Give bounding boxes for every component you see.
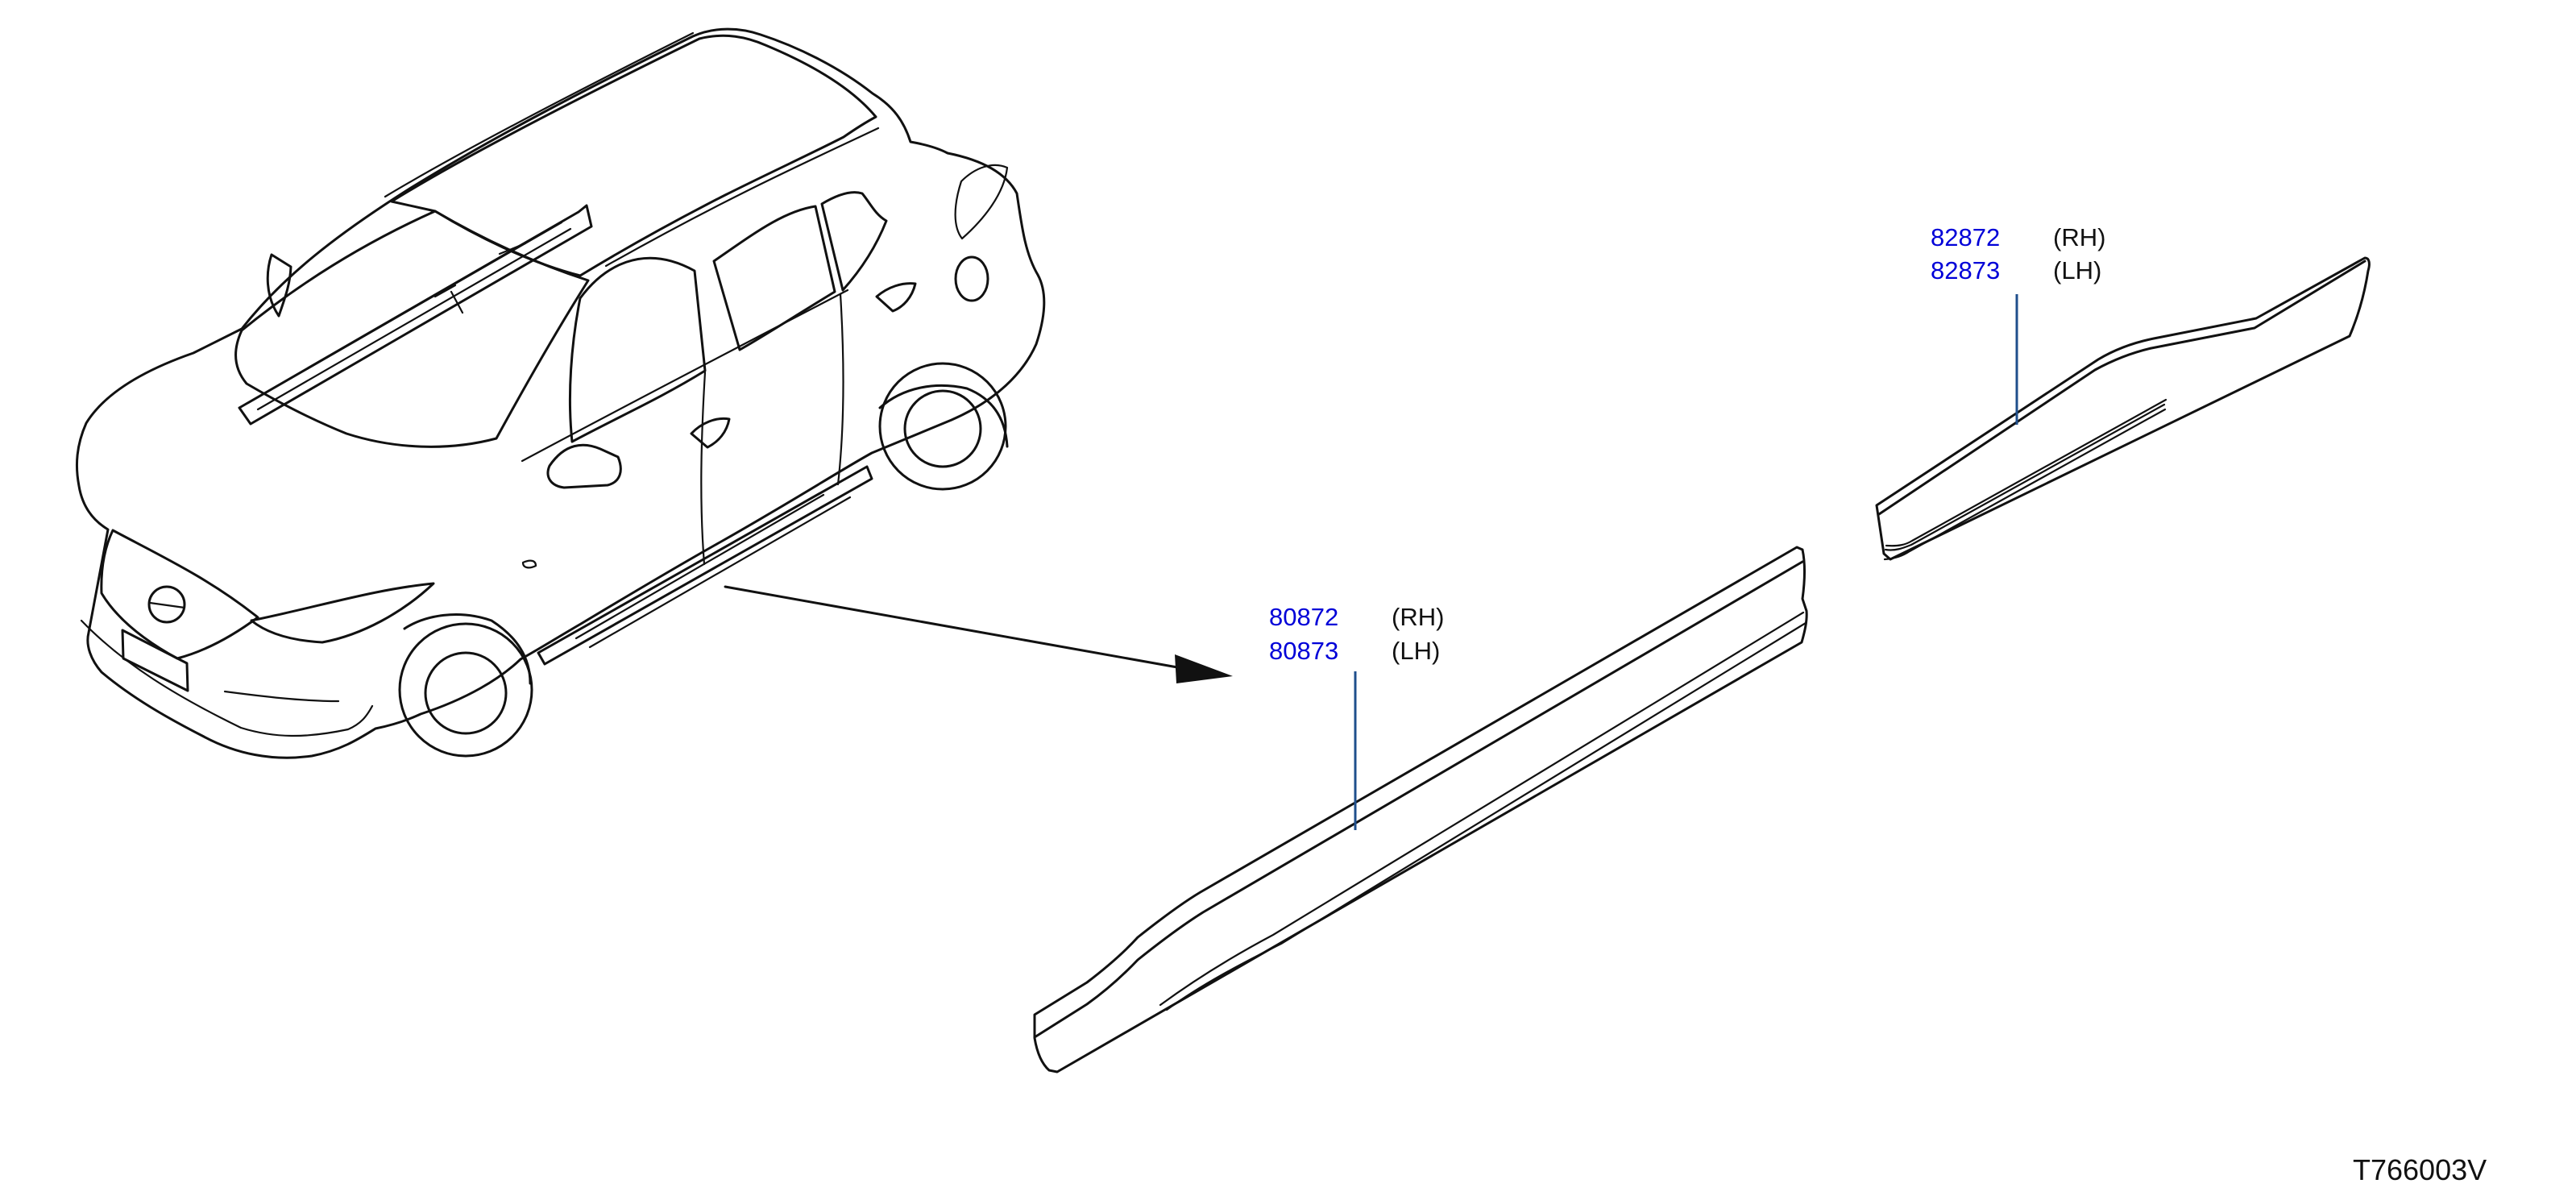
side-label-rh: (RH) [2053,223,2105,251]
vehicle-license-plate [121,629,189,692]
door-moulding-outline [1875,256,2371,561]
vehicle-front-door-handle [690,417,731,449]
vehicle-side-sill [537,465,873,666]
side-sill-moulding[interactable] [1033,546,1808,1073]
vehicle-body-outline [75,27,1046,759]
vehicle-roof-rail-right [604,127,880,268]
vehicle-beltline [521,289,849,463]
callout-door-moulding: 82872 (RH) 82873 (LH) [1931,223,2105,284]
door-moulding[interactable] [1875,256,2371,561]
callout-side-sill: 80872 (RH) 80873 (LH) [1269,603,1444,665]
part-number-lh[interactable]: 82873 [1931,256,2000,284]
wiper-assembly [238,204,593,426]
door-moulding-upper-edge [1877,260,2367,516]
door-moulding-channel [1883,398,2167,561]
side-sill-moulding-upper-edge [1033,560,1804,1039]
door-moulding-inner-line [1884,403,2166,551]
vehicle-quarter-window [820,191,888,292]
vehicle-small-marker [521,559,537,569]
vehicle-door-line-rear [836,293,844,486]
vehicle-grille [100,529,259,660]
part-number-rh[interactable]: 82872 [1931,223,2000,251]
vehicle-side-sill-detail [575,493,852,649]
vehicle-left-mirror [266,253,292,318]
vehicle-front-wheel [398,613,533,758]
vehicle-headlight [250,582,435,644]
vehicle-rear-lamp [954,255,989,302]
vehicle-rear-side-window [712,205,836,351]
vehicle-illustration [75,27,1046,759]
vehicle-side-mirror [546,443,622,489]
side-sill-moulding-outline [1033,546,1808,1073]
part-number-lh[interactable]: 80873 [1269,637,1338,665]
vehicle-roof-line [390,34,877,277]
arrow-head [1175,654,1233,683]
side-label-lh: (LH) [1392,637,1440,665]
wiper-detail [433,242,527,314]
side-label-rh: (RH) [1392,603,1444,631]
diagram-id: T766003V [2353,1153,2487,1186]
vehicle-roof-rail-left [384,31,695,198]
vehicle-front-side-window [568,256,707,443]
vehicle-fog-light [223,690,340,703]
vehicle-logo [147,585,186,624]
arrow-indicator [724,585,1233,683]
wiper-blade [247,221,572,411]
wiper-arm [238,204,593,426]
vehicle-rear-light [954,164,1009,240]
side-label-lh: (LH) [2053,256,2101,284]
vehicle-lower-fascia [80,619,374,737]
vehicle-rear-wheel [878,362,1009,491]
vehicle-rear-door-handle [875,282,917,313]
part-number-rh[interactable]: 80872 [1269,603,1338,631]
arrow-shaft [724,585,1193,671]
vehicle-logo-bar [148,601,186,609]
side-sill-moulding-channel [1159,611,1807,1011]
vehicle-windshield [234,210,590,448]
vehicle-door-line-front [700,371,707,566]
